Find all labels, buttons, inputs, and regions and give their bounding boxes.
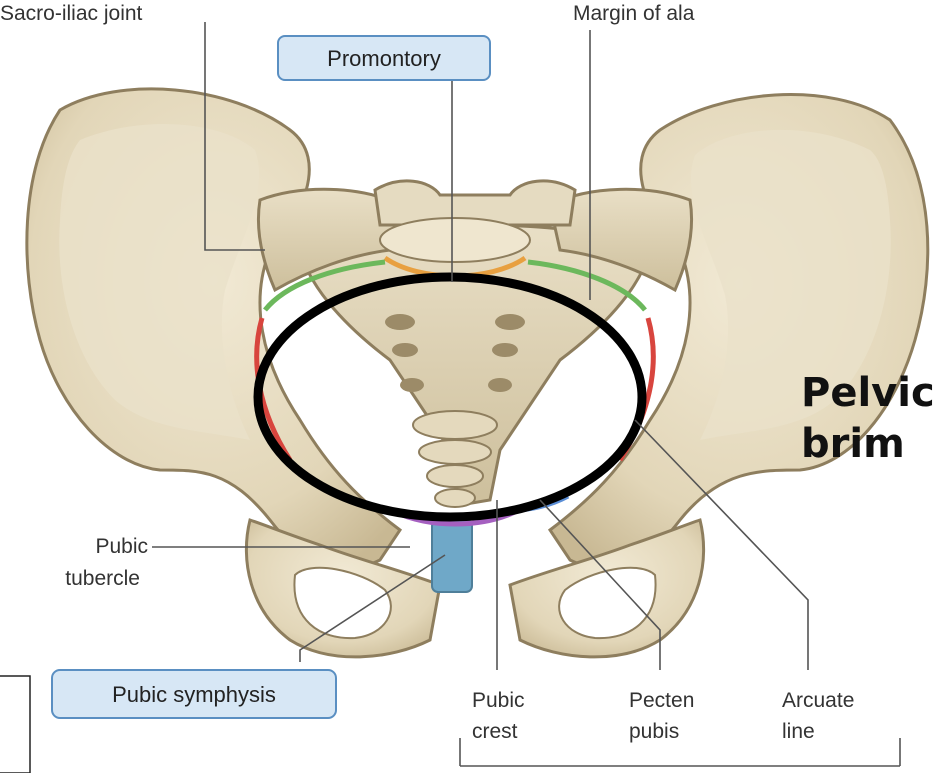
label-pecten-pubis-1: Pecten — [629, 689, 694, 712]
promontory-body — [380, 218, 530, 262]
label-arcuate-line-1: Arcuate — [782, 689, 854, 712]
label-margin-of-ala: Margin of ala — [573, 2, 695, 25]
label-pubic-symphysis: Pubic symphysis — [112, 682, 276, 707]
label-pubic-tubercle-1: Pubic — [95, 535, 148, 558]
label-pecten-pubis-2: pubis — [629, 720, 679, 743]
label-arcuate-line-2: line — [782, 720, 815, 743]
label-pelvic: Pelvic — [801, 370, 935, 416]
label-pubic-crest-1: Pubic — [472, 689, 525, 712]
label-pubic-crest-2: crest — [472, 720, 518, 743]
label-promontory: Promontory — [327, 46, 441, 71]
cropped-box — [0, 676, 30, 773]
label-brim: brim — [801, 421, 905, 467]
label-pubic-tubercle-2: tubercle — [65, 567, 140, 590]
label-sacro-iliac-joint: Sacro-iliac joint — [0, 2, 143, 25]
pubic-symphysis-cartilage — [432, 520, 472, 592]
